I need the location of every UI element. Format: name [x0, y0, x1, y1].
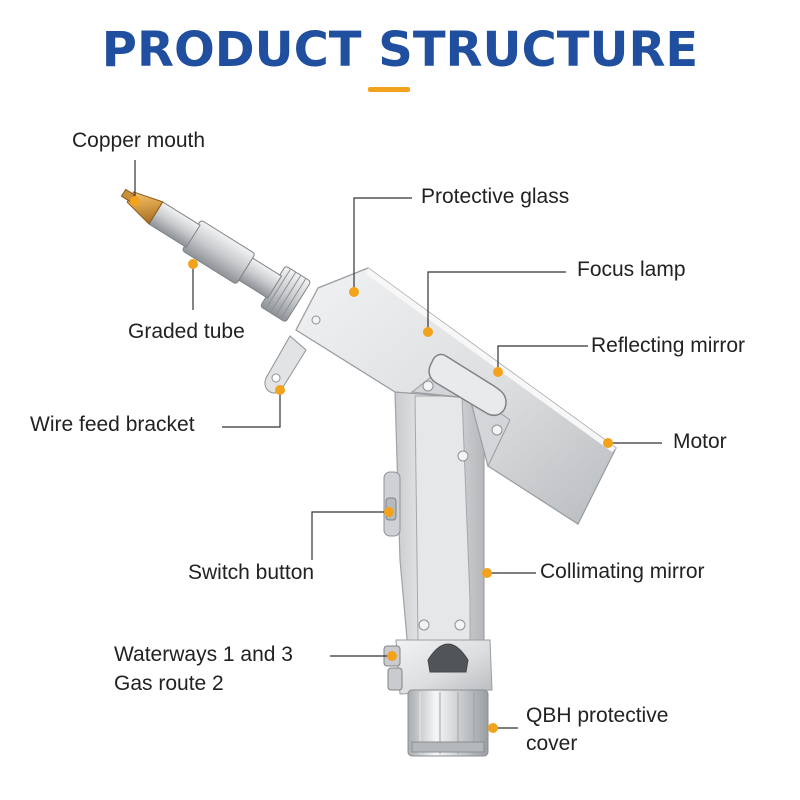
label-copper-mouth: Copper mouth	[72, 126, 205, 155]
marker-motor	[603, 438, 613, 448]
label-waterways-line2: Gas route 2	[114, 669, 224, 698]
switch-button-part	[384, 472, 400, 536]
lower-block	[384, 640, 492, 694]
label-waterways-line1: Waterways 1 and 3	[114, 640, 293, 669]
wire-feed-bracket-part	[265, 336, 306, 393]
marker-reflecting-mirror	[493, 367, 503, 377]
label-wire-feed-bracket: Wire feed bracket	[30, 410, 195, 439]
marker-focus-lamp	[423, 327, 433, 337]
label-reflecting-mirror: Reflecting mirror	[591, 331, 745, 360]
label-protective-glass: Protective glass	[421, 182, 569, 211]
leader-reflecting-mirror	[498, 346, 588, 372]
marker-wire-feed-bracket	[275, 385, 285, 395]
marker-copper-mouth	[130, 196, 140, 206]
label-graded-tube: Graded tube	[128, 317, 245, 346]
label-qbh-line1: QBH protective	[526, 701, 668, 730]
marker-graded-tube	[188, 259, 198, 269]
label-switch-button: Switch button	[188, 558, 314, 587]
marker-qbh	[488, 723, 498, 733]
marker-switch-button	[384, 507, 394, 517]
label-motor: Motor	[673, 427, 727, 456]
handle	[395, 392, 484, 650]
label-qbh-line2: cover	[526, 729, 577, 758]
qbh-cover	[408, 690, 488, 756]
leader-wire-feed-bracket	[222, 390, 280, 427]
nozzle-assembly	[111, 172, 311, 322]
label-collimating-mirror: Collimating mirror	[540, 557, 705, 586]
label-focus-lamp: Focus lamp	[577, 255, 686, 284]
marker-collimating-mirror	[482, 568, 492, 578]
leader-focus-lamp	[428, 272, 566, 332]
leader-switch-button	[312, 512, 389, 560]
marker-waterways	[387, 651, 397, 661]
marker-protective-glass	[349, 287, 359, 297]
